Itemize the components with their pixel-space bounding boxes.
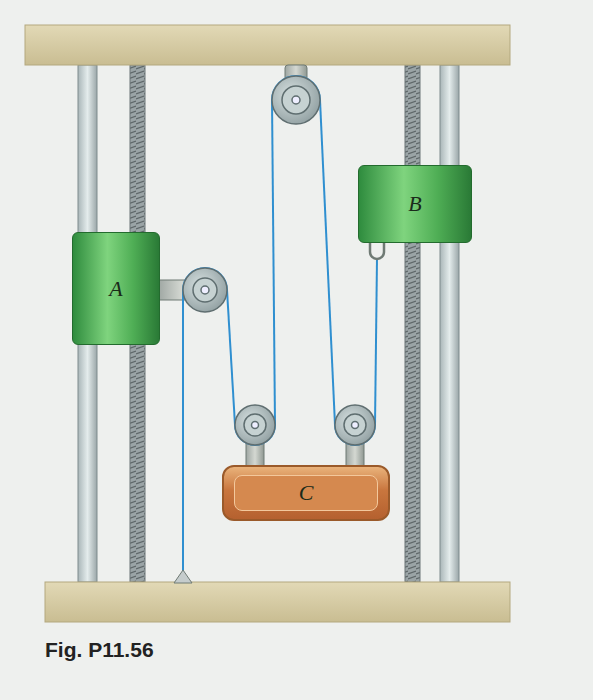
block-label: C — [299, 480, 314, 506]
figure-caption: Fig. P11.56 — [45, 638, 154, 662]
block-label: B — [408, 191, 421, 217]
block-c: C — [222, 465, 390, 521]
block-label: A — [109, 276, 122, 302]
block-a: A — [72, 232, 160, 345]
block-b: B — [358, 165, 472, 243]
